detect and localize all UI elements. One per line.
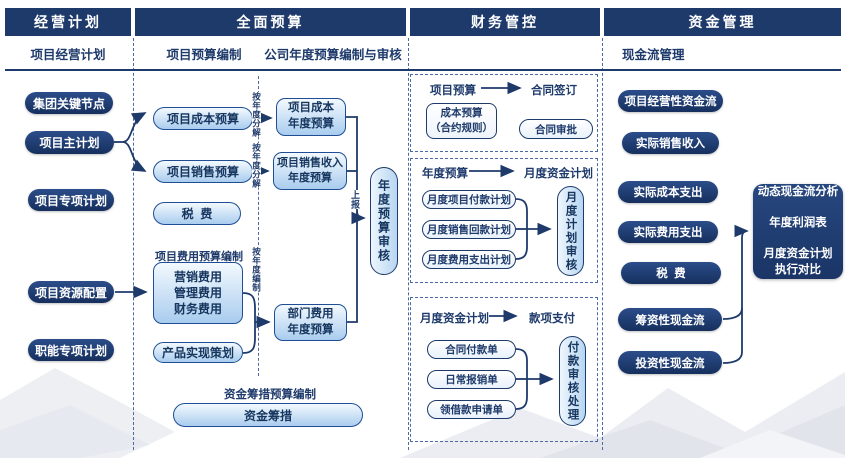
- divider-col3-col4: [602, 38, 603, 450]
- node-fund-raising: 资金筹措: [173, 403, 363, 427]
- node-contract-payment-slip: 合同付款单: [427, 340, 516, 359]
- node-project-resource-allocation: 项目资源配置: [28, 281, 114, 303]
- node-monthly-sales-collection-plan: 月度销售回款计划: [422, 220, 516, 239]
- node-contract-approval: 合同审批: [519, 119, 593, 139]
- node-cost-budget-contract-rules: 成本预算 （合约规则）: [426, 103, 497, 139]
- section-contract-signing: [410, 74, 598, 152]
- node-expense-box: 营销费用 管理费用 财务费用: [153, 262, 243, 324]
- subtitle-project-budgeting: 项目预算编制: [166, 48, 242, 62]
- node-department-expense-annual-budget: 部门费用 年度预算: [274, 304, 347, 341]
- node-financing-cashflow: 筹资性现金流: [618, 308, 722, 331]
- node-monthly-project-payment-plan: 月度项目付款计划: [422, 190, 516, 209]
- divider-col2-col3: [408, 38, 409, 450]
- node-cashflow-analysis-box: 动态现金流分析 年度利润表 月度资金计划 执行对比: [753, 184, 843, 279]
- node-payment-review-processing: 付款审核处理: [559, 336, 586, 426]
- node-tax-fee: 税 费: [153, 202, 241, 225]
- node-monthly-plan-review: 月度计划审核: [557, 186, 584, 276]
- subtitle-company-annual-budget: 公司年度预算编制与审核: [264, 48, 402, 62]
- header-divider: [5, 69, 841, 71]
- divider-col2-sub: [258, 76, 259, 376]
- node-actual-sales-income: 实际销售收入: [622, 132, 719, 154]
- node-project-cost-budget: 项目成本预算: [153, 107, 253, 130]
- node-tax-fee-actual: 税 费: [621, 262, 721, 284]
- label-annual-budget: 年度预算: [422, 168, 468, 180]
- node-product-realization-planning: 产品实现策划: [153, 342, 243, 363]
- node-project-sales-income-annual-budget: 项目销售收入 年度预算: [273, 152, 347, 190]
- node-daily-reimbursement-slip: 日常报销单: [427, 370, 516, 389]
- node-functional-special-plan: 职能专项计划: [28, 339, 114, 361]
- label-decompose-by-year-2: 按年度分解: [251, 143, 262, 188]
- subtitle-project-business-plan: 项目经营计划: [30, 48, 106, 62]
- node-project-sales-budget: 项目销售预算: [153, 160, 253, 183]
- node-investing-cashflow: 投资性现金流: [618, 351, 722, 374]
- header-fund-management: 资金管理: [604, 8, 841, 36]
- label-compile-by-year: 按年度编制: [251, 247, 262, 292]
- label-contract-signing: 合同签订: [531, 85, 577, 97]
- label-report-up: 上报: [350, 190, 360, 209]
- subtitle-cashflow-management: 现金流管理: [622, 48, 685, 62]
- divider-col1-col2: [133, 38, 134, 450]
- label-project-budget: 项目预算: [430, 85, 476, 97]
- section-monthly-fund-plan: [410, 158, 598, 283]
- header-comprehensive-budget: 全面预算: [135, 8, 406, 36]
- node-project-special-plan: 项目专项计划: [28, 189, 114, 211]
- node-actual-cost-payout: 实际成本支出: [618, 181, 718, 203]
- label-decompose-by-year-1: 按年度分解: [251, 92, 262, 137]
- header-financial-control: 财务管控: [410, 8, 600, 36]
- node-project-operating-cashflow: 项目经营性资金流: [618, 90, 723, 112]
- label-monthly-fund-plan-2: 月度资金计划: [420, 313, 489, 325]
- node-annual-budget-review: 年度预算审核: [370, 167, 398, 275]
- node-project-master-plan: 项目主计划: [25, 131, 114, 154]
- header-business-planning: 经营计划: [5, 8, 131, 36]
- label-fund-raising-budgeting: 资金筹措预算编制: [224, 389, 316, 401]
- label-project-expense-budgeting: 项目费用预算编制: [155, 251, 243, 263]
- node-project-cost-annual-budget: 项目成本 年度预算: [276, 98, 346, 136]
- node-actual-expense-payout: 实际费用支出: [618, 221, 718, 243]
- label-payment: 款项支付: [529, 313, 575, 325]
- node-monthly-expense-payout-plan: 月度费用支出计划: [422, 250, 516, 269]
- node-group-key-milestones: 集团关键节点: [25, 92, 113, 114]
- node-loan-application-slip: 领借款申请单: [427, 400, 516, 419]
- label-monthly-fund-plan: 月度资金计划: [524, 168, 593, 180]
